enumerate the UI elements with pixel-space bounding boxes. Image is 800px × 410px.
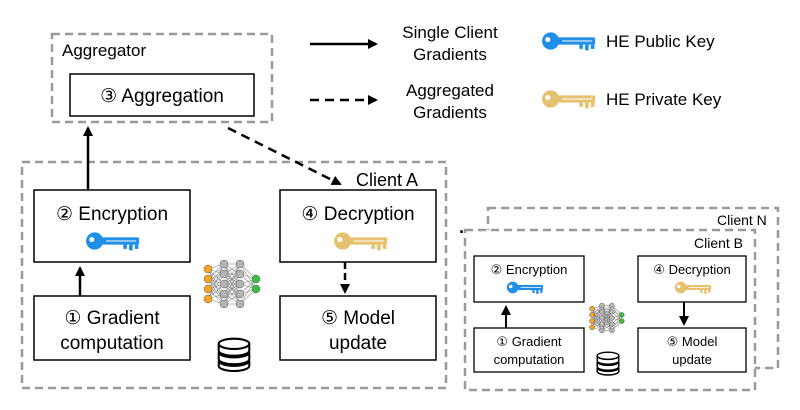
- nn-edge: [207, 263, 225, 290]
- private-key-icon: [541, 89, 596, 109]
- nn-node: [203, 284, 213, 294]
- aggregation-label: ③ Aggregation: [100, 86, 224, 107]
- nn-edge: [223, 263, 241, 285]
- nn-node: [619, 318, 625, 324]
- client-b-decryption-box: [637, 255, 747, 303]
- nn-edge: [223, 263, 241, 295]
- arrow-aggregator-to-decryption: [227, 126, 342, 186]
- client-b-gradient-line2: computation: [494, 352, 565, 367]
- nn-edge: [591, 311, 603, 328]
- nn-node: [219, 289, 229, 299]
- nn-node: [251, 274, 261, 284]
- legend-single-line1: Single Client: [402, 23, 498, 42]
- client-a-decryption-label: ④ Decryption: [301, 204, 414, 225]
- legend-aggregated-line2: Gradients: [413, 103, 487, 122]
- nn-node: [203, 274, 213, 284]
- client-b-title: Client B: [694, 235, 743, 251]
- legend-public-key: HE Public Key: [606, 32, 715, 51]
- nn-edge: [591, 305, 603, 322]
- client-a-model-update-line1: ⑤ Model: [321, 308, 395, 329]
- client-b-encryption-box: [473, 255, 585, 303]
- nn-edge: [207, 263, 225, 300]
- nn-node: [619, 312, 625, 318]
- nn-edge: [223, 263, 241, 305]
- nn-node: [599, 302, 605, 309]
- client-a-model-update-line2: update: [329, 333, 387, 354]
- nn-node: [235, 259, 245, 269]
- client-a-model-update-box: [279, 295, 437, 361]
- nn-edge: [207, 273, 225, 300]
- nn-edge: [223, 283, 241, 305]
- nn-node: [219, 259, 229, 269]
- legend-single-line2: Gradients: [413, 45, 487, 64]
- client-a-title: Client A: [356, 170, 418, 190]
- nn-node: [219, 269, 229, 279]
- nn-node: [203, 294, 213, 304]
- client-a-container: [20, 160, 448, 390]
- nn-node: [599, 321, 605, 327]
- client-b-model-update-line2: update: [672, 352, 712, 367]
- nn-node: [251, 284, 261, 294]
- nn-node: [589, 318, 595, 324]
- aggregation-box: [69, 73, 255, 117]
- client-b-model-update-line1: ⑤ Model: [667, 334, 718, 349]
- client-b-model-update-box: [637, 327, 747, 373]
- nn-node: [235, 299, 245, 309]
- nn-node: [599, 315, 605, 321]
- nn-node: [609, 321, 615, 327]
- nn-node: [235, 269, 245, 279]
- client-a-gradient-line2: computation: [60, 333, 164, 354]
- nn-node: [599, 327, 605, 334]
- client-a-neural-network-icon: [203, 259, 261, 309]
- client-a-gradient-line1: ① Gradient: [64, 308, 160, 329]
- nn-node: [235, 289, 245, 299]
- public-key-icon: [541, 31, 596, 51]
- client-a-gradient-box: [33, 295, 191, 361]
- nn-node: [589, 312, 595, 318]
- client-a-decryption-box: [279, 189, 437, 263]
- client-b-decryption-label: ④ Decryption: [653, 262, 730, 277]
- legend-aggregated-line1: Aggregated: [406, 81, 494, 100]
- client-a-encryption-box: [33, 189, 191, 263]
- nn-edge: [591, 305, 603, 328]
- nn-node: [609, 327, 615, 334]
- client-b-gradient-line1: ① Gradient: [496, 334, 562, 349]
- client-a-database-icon: [217, 337, 251, 373]
- nn-node: [589, 305, 595, 312]
- nn-node: [219, 279, 229, 289]
- client-b-database-icon: [596, 351, 620, 376]
- nn-edge: [223, 273, 241, 305]
- nn-node: [219, 299, 229, 309]
- aggregator-title: Aggregator: [62, 41, 146, 60]
- client-b-gradient-box: [473, 327, 585, 373]
- nn-edge: [601, 305, 613, 325]
- nn-node: [203, 264, 213, 274]
- nn-node: [599, 309, 605, 315]
- nn-node: [609, 309, 615, 315]
- client-n-title: Client N: [717, 212, 767, 228]
- nn-edge: [611, 314, 623, 331]
- nn-node: [609, 315, 615, 321]
- legend-private-key: HE Private Key: [606, 90, 722, 109]
- client-b-encryption-label: ② Encryption: [491, 262, 568, 277]
- nn-node: [589, 324, 595, 331]
- aggregator-container: [50, 32, 274, 124]
- nn-edge: [239, 278, 257, 305]
- nn-edge: [601, 311, 613, 331]
- client-a-encryption-label: ② Encryption: [56, 204, 168, 225]
- nn-node: [609, 302, 615, 309]
- nn-node: [235, 279, 245, 289]
- client-b-neural-network-icon: [589, 302, 625, 334]
